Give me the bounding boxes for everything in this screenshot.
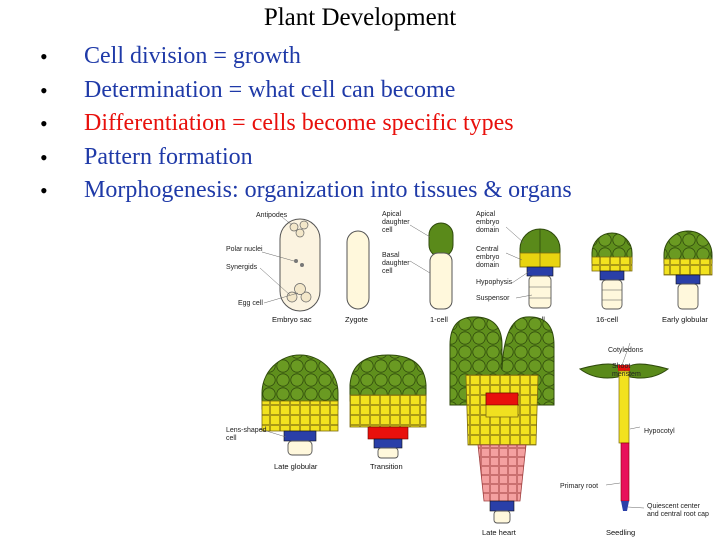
bullet-text: Morphogenesis: organization into tissues… xyxy=(84,177,572,203)
bullet-dot: • xyxy=(40,111,48,136)
label-apical-embryo-domain: Apical xyxy=(476,211,496,218)
early-globular-diagram: Early globular xyxy=(662,230,713,324)
label-suspensor: Suspensor xyxy=(476,295,510,302)
embryo-development-figure: Antipodes Polar nuclei Synergids Egg cel… xyxy=(226,211,713,537)
sixteen-cell-diagram: 16-cell xyxy=(591,232,633,324)
label-egg-cell: Egg cell xyxy=(238,300,263,307)
label-hypophysis: Hypophysis xyxy=(476,279,513,286)
label-quiescent-center: Quiescent center xyxy=(647,503,701,510)
zygote-diagram: Zygote xyxy=(345,230,370,324)
caption-seedling: Seedling xyxy=(606,528,635,537)
caption-embryo-sac: Embryo sac xyxy=(272,315,312,324)
transition-diagram: Transition xyxy=(349,354,427,471)
bullet-dot: • xyxy=(40,144,48,170)
late-globular-diagram: Lens-shaped cell Late globular xyxy=(226,354,339,471)
label-quiescent-center: and central root cap xyxy=(647,511,709,518)
caption-sixteen-cell: 16-cell xyxy=(596,315,618,324)
label-basal-daughter: cell xyxy=(382,268,393,275)
one-cell-diagram: Apical daughter cell Basal daughter cell… xyxy=(382,211,454,324)
caption-late-globular: Late globular xyxy=(274,462,318,471)
label-apical-daughter: Apical xyxy=(382,211,402,218)
bullet-dot: • xyxy=(40,44,48,69)
eight-cell-diagram: Apical embryo domain Central embryo doma… xyxy=(476,211,561,324)
label-central-embryo-domain: Central xyxy=(476,246,499,253)
label-central-embryo-domain: embryo xyxy=(476,254,499,261)
seedling-diagram: Cotyledons Shoot meristem Hypocotyl Prim… xyxy=(560,342,709,537)
embryo-sac-diagram: Antipodes Polar nuclei Synergids Egg cel… xyxy=(226,212,321,324)
caption-early-globular: Early globular xyxy=(662,315,708,324)
caption-late-heart: Late heart xyxy=(482,528,517,537)
bullet-dot: • xyxy=(40,77,48,103)
label-primary-root: Primary root xyxy=(560,483,598,490)
bullet-text: Differentiation = cells become specific … xyxy=(84,110,514,136)
label-hypocotyl: Hypocotyl xyxy=(644,428,675,435)
caption-one-cell: 1-cell xyxy=(430,315,448,324)
label-lens-shaped-cell: Lens-shaped xyxy=(226,427,267,434)
label-basal-daughter: Basal xyxy=(382,252,400,259)
bullet-text: Cell division = growth xyxy=(84,43,301,69)
caption-zygote: Zygote xyxy=(345,315,368,324)
label-central-embryo-domain: domain xyxy=(476,262,499,269)
label-cotyledons: Cotyledons xyxy=(608,347,644,354)
label-basal-daughter: daughter xyxy=(382,260,410,267)
label-apical-daughter: daughter xyxy=(382,219,410,226)
label-lens-shaped-cell: cell xyxy=(226,435,237,442)
label-shoot-meristem: Shoot xyxy=(612,363,630,370)
label-shoot-meristem: meristem xyxy=(612,371,641,378)
label-apical-daughter: cell xyxy=(382,227,393,234)
label-synergids: Synergids xyxy=(226,264,258,271)
bullet-text: Determination = what cell can become xyxy=(84,76,456,103)
bullet-dot: • xyxy=(40,178,48,203)
bullet-text: Pattern formation xyxy=(84,143,253,170)
label-polar-nuclei: Polar nuclei xyxy=(226,246,263,253)
label-apical-embryo-domain: domain xyxy=(476,227,499,234)
slide-title: Plant Development xyxy=(263,4,457,31)
caption-transition: Transition xyxy=(370,462,403,471)
late-heart-diagram: Late heart xyxy=(449,316,555,537)
label-antipodes: Antipodes xyxy=(256,212,288,219)
label-apical-embryo-domain: embryo xyxy=(476,219,499,226)
